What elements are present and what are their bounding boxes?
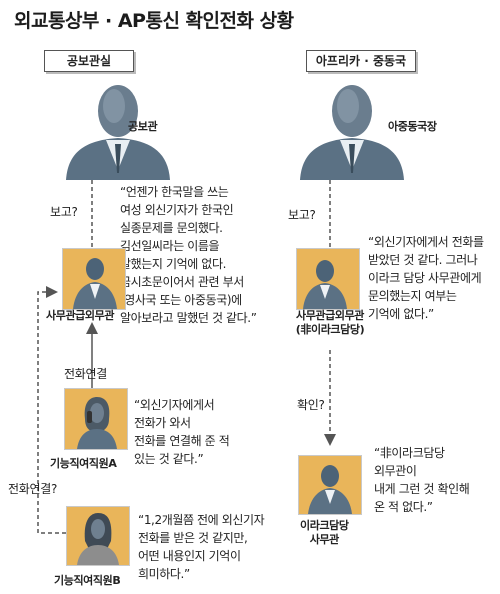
quote-iraq-officer: “非이라크담당 외무관이 내게 그런 것 확인해 온 적 없다.” <box>374 446 470 514</box>
transfer-question-label: 전화연결? <box>8 482 58 496</box>
employee-b-photo <box>66 506 130 566</box>
officer-left-photo <box>62 248 126 310</box>
dept-box-left: 공보관실 <box>44 50 134 72</box>
page-title: 외교통상부 · AP통신 확인전화 상황 <box>14 10 294 32</box>
director-label: 아중동국장 <box>388 120 437 133</box>
officer-left-label: 사무관급외무관 <box>46 309 115 322</box>
confirm-label: 확인? <box>297 398 325 412</box>
report-label-left: 보고? <box>50 205 78 219</box>
officer-right-photo <box>296 248 360 310</box>
employee-b-label: 기능직여직원B <box>54 574 121 587</box>
quote-employee-b: “1,2개월쯤 전에 외신기자 전화를 받은 것 같지만, 어떤 내용인지 기억… <box>138 513 265 581</box>
iraq-officer-photo <box>298 455 362 515</box>
quote-employee-a: “외신기자에게서 전화가 와서 전화를 연결해 준 적 있는 것 같다.” <box>134 398 230 466</box>
employee-a-photo <box>64 388 128 450</box>
quote-officer-right: “외신기자에게서 전화를 받았던 것 같다. 그러나 이라크 담당 사무관에게 … <box>368 235 484 321</box>
dept-box-right: 아프리카 · 중동국 <box>306 50 416 72</box>
transfer-label: 전화연결 <box>64 367 107 381</box>
quote-officer-left: “언젠가 한국말을 쓰는 여성 외신기자가 한국인 실종문제를 문의했다. 김선… <box>120 185 257 325</box>
director-silhouette <box>300 85 404 180</box>
transfer-question-arrow <box>37 286 66 534</box>
officer-right-label: 사무관급외무관 (非이라크담당) <box>295 309 365 336</box>
employee-a-label: 기능직여직원A <box>50 457 117 470</box>
gongbogwan-label: 공보관 <box>128 120 158 133</box>
iraq-officer-label: 이라크담당 사무관 <box>300 519 349 546</box>
report-label-right: 보고? <box>288 208 316 222</box>
gongbogwan-silhouette <box>66 85 170 180</box>
